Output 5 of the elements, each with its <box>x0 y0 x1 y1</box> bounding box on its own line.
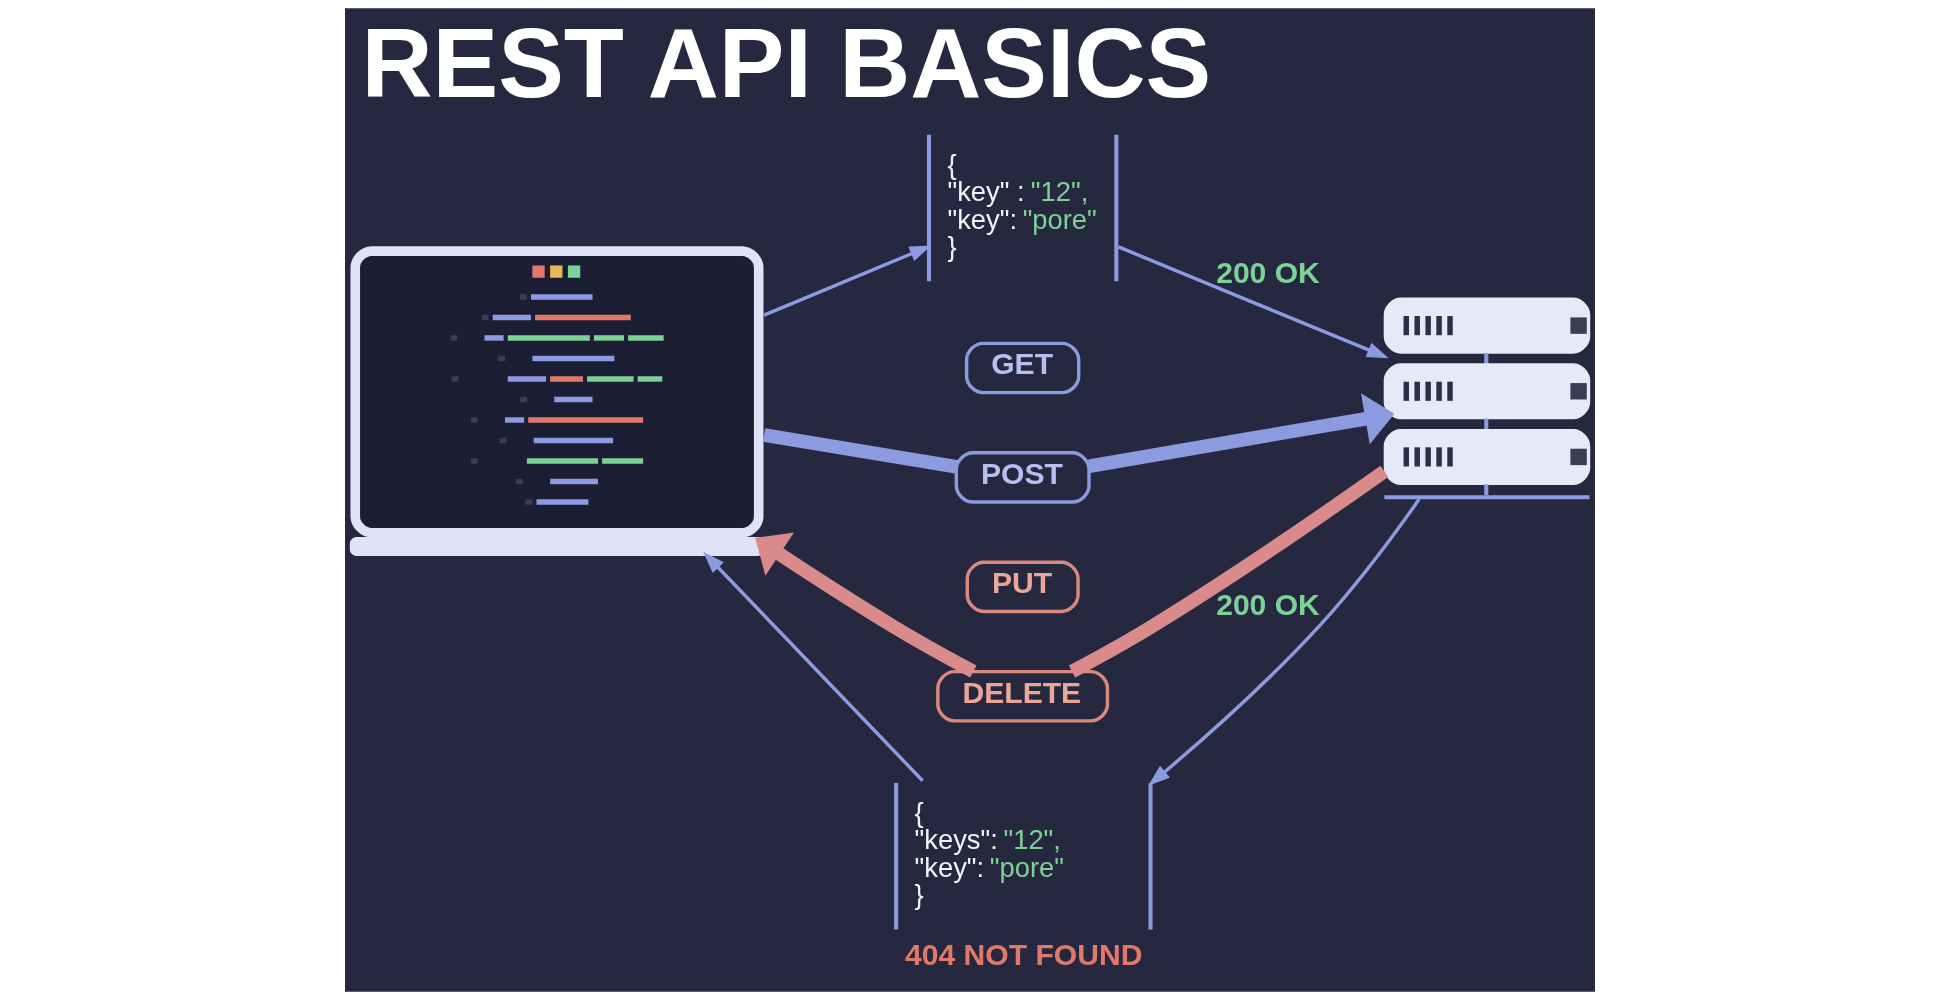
edge-label: 200 OK <box>1216 588 1320 622</box>
diagram-title: REST API BASICS <box>361 7 1212 118</box>
edge-label: 200 OK <box>1216 255 1320 289</box>
node-text: { "key" : "12", "key": "pore" } <box>947 148 1097 262</box>
node-text: { "keys": "12", "key": "pore" } 404 NOT FOUND <box>905 797 1143 972</box>
